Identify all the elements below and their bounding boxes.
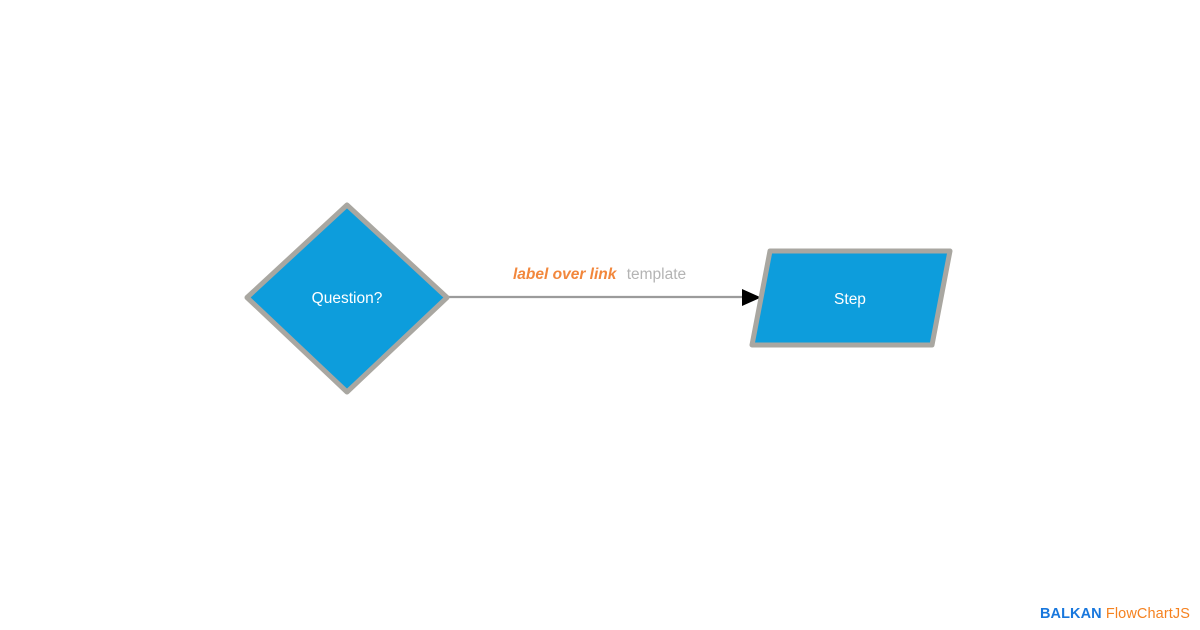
- node-step[interactable]: Step: [749, 248, 953, 348]
- link-label: label over link template: [513, 266, 686, 283]
- svg-text:label over link templa: label over link template: [513, 266, 686, 283]
- watermark-brand: BALKAN: [1039, 606, 1102, 622]
- watermark: BALKAN FlowChartJS: [1040, 606, 1190, 622]
- link-label-plain: template: [627, 266, 686, 283]
- node-question-label: Question?: [312, 290, 383, 307]
- node-question[interactable]: Question?: [244, 202, 450, 395]
- watermark-product: FlowChartJS: [1105, 606, 1190, 622]
- link-label-emphasis: label over link: [513, 266, 618, 283]
- parallelogram-shape: [749, 248, 953, 348]
- node-step-label: Step: [834, 291, 866, 308]
- link-arrowhead: [742, 289, 761, 306]
- diamond-shape: [244, 202, 450, 395]
